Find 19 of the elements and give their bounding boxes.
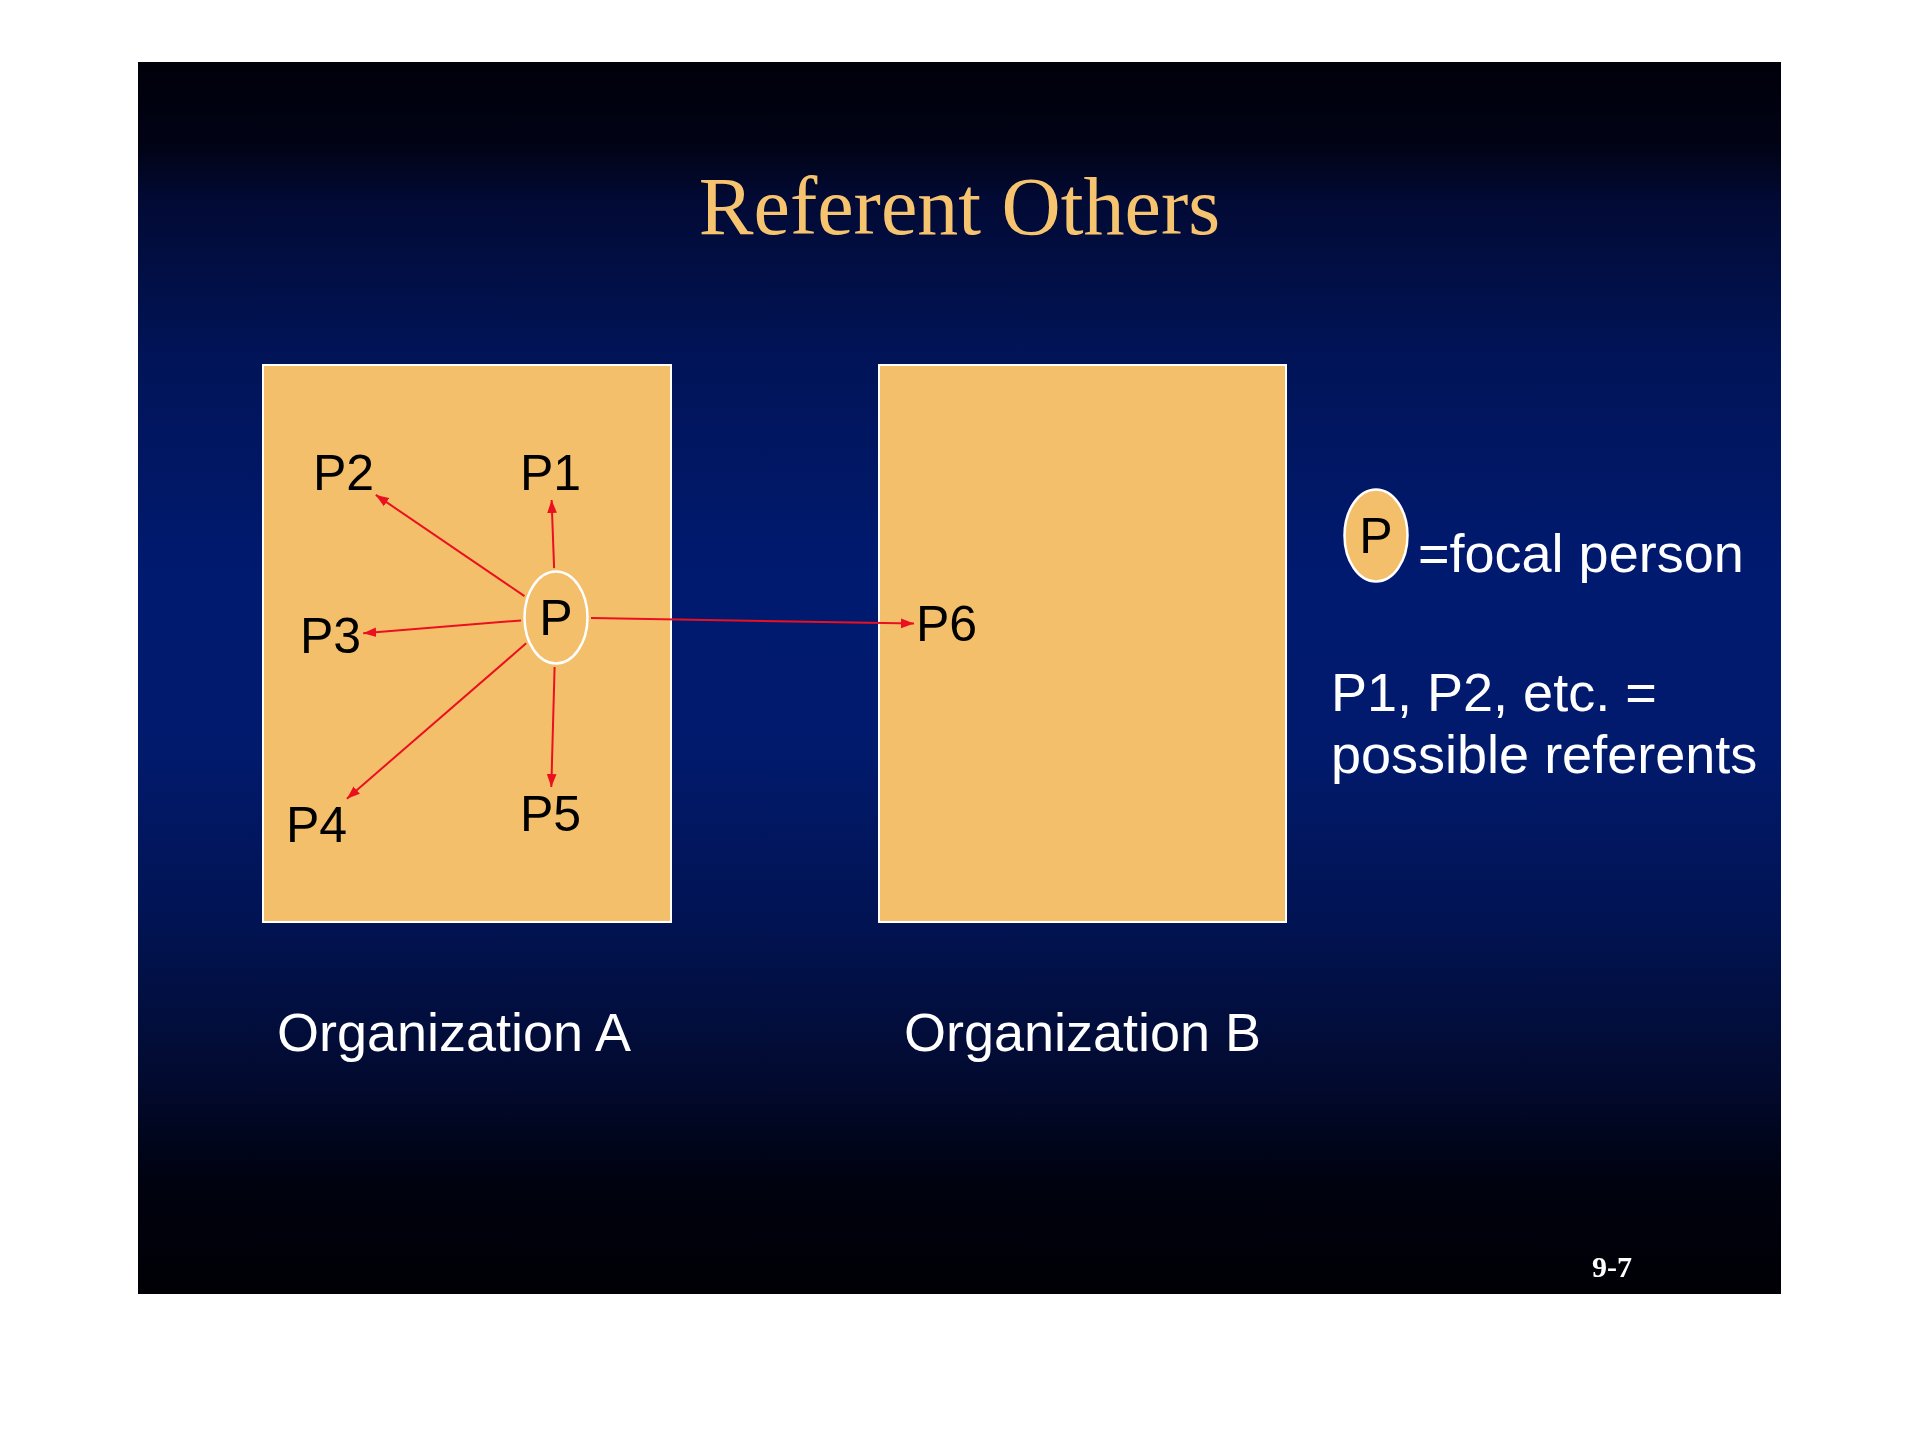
referent-label: P6 bbox=[916, 599, 978, 649]
slide-title: Referent Others bbox=[698, 166, 1221, 248]
referent-label: P3 bbox=[300, 611, 362, 661]
slide-number: 9-7 bbox=[1592, 1252, 1632, 1282]
person-label: P bbox=[539, 592, 573, 643]
key-note: P1, P2, etc. = possible referents bbox=[1331, 661, 1759, 785]
arrow bbox=[546, 666, 557, 788]
person-ellipse bbox=[1343, 488, 1409, 583]
arrow bbox=[362, 619, 523, 638]
arrow bbox=[345, 642, 528, 800]
referent-label: P1 bbox=[520, 448, 582, 498]
person-label: P bbox=[1359, 510, 1393, 561]
arrow bbox=[374, 493, 526, 598]
referent-label: P5 bbox=[520, 789, 582, 839]
person-ellipse bbox=[523, 570, 589, 665]
referent-label: P4 bbox=[286, 800, 348, 850]
arrow bbox=[590, 617, 915, 629]
arrow bbox=[547, 499, 557, 570]
referent-label: P2 bbox=[313, 448, 375, 498]
